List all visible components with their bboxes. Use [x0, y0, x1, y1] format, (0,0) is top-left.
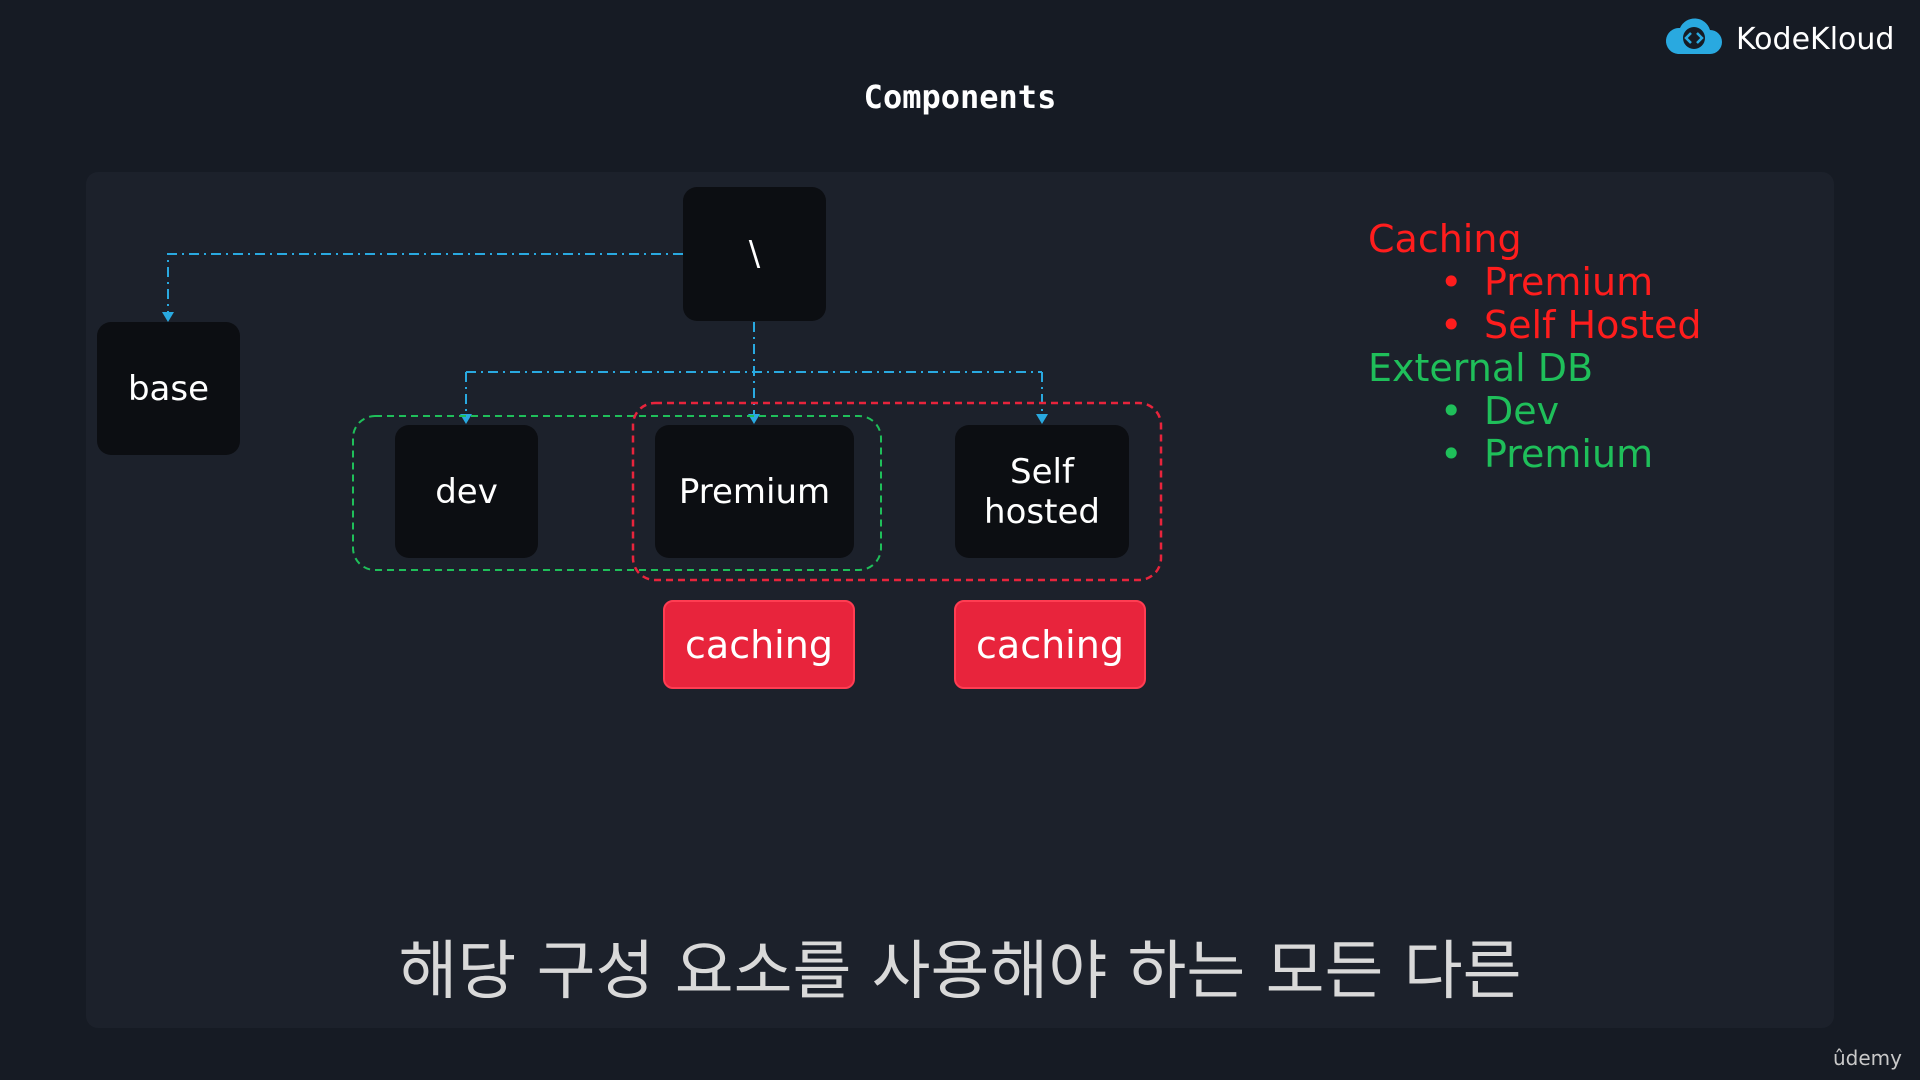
- premium-caching-tag: caching: [663, 600, 855, 689]
- bullet-icon: •: [1440, 303, 1463, 347]
- legend-caching-item: • Self Hosted: [1368, 304, 1702, 347]
- self-hosted-caching-label: caching: [976, 622, 1124, 667]
- legend-external-db-item-label: Dev: [1484, 389, 1560, 433]
- legend-external-db-item: • Premium: [1368, 433, 1702, 476]
- legend-external-db-item: • Dev: [1368, 390, 1702, 433]
- external-db-group-outline: [352, 415, 882, 571]
- legend-external-db-item-label: Premium: [1484, 432, 1654, 476]
- self-hosted-label-line2: hosted: [984, 491, 1100, 532]
- bullet-icon: •: [1440, 260, 1463, 304]
- base-node-label: base: [127, 368, 210, 409]
- root-node-label: \: [748, 234, 761, 274]
- legend-external-db-heading: External DB: [1368, 346, 1594, 390]
- legend-caching-heading: Caching: [1368, 217, 1522, 261]
- arrowhead-selfhosted: [1036, 414, 1048, 424]
- base-node: base: [97, 322, 240, 455]
- root-to-base-connector: [167, 253, 683, 312]
- brand-name: KodeKloud: [1736, 21, 1895, 57]
- subtitle-caption: 해당 구성 요소를 사용해야 하는 모든 다른: [398, 935, 1522, 1009]
- dev-node: dev: [395, 425, 538, 558]
- premium-node-label: Premium: [678, 471, 831, 512]
- self-hosted-label-line1: Self: [1010, 451, 1074, 492]
- legend: Caching • Premium • Self Hosted External…: [1368, 218, 1702, 476]
- cloud-code-icon: [1664, 16, 1724, 62]
- self-hosted-caching-tag: caching: [954, 600, 1146, 689]
- udemy-watermark: ûdemy: [1833, 1046, 1902, 1070]
- bullet-icon: •: [1440, 432, 1463, 476]
- caching-group-outline: [631, 401, 1163, 582]
- root-node: \: [683, 187, 826, 321]
- dev-node-label: dev: [435, 471, 498, 512]
- legend-caching-item: • Premium: [1368, 261, 1702, 304]
- self-hosted-node: Self hosted: [955, 425, 1129, 558]
- premium-node: Premium: [655, 425, 854, 558]
- legend-caching-item-label: Self Hosted: [1484, 303, 1702, 347]
- kodekloud-logo: KodeKloud: [1664, 14, 1894, 64]
- legend-caching-item-label: Premium: [1484, 260, 1654, 304]
- page-title: Components: [863, 78, 1057, 116]
- bullet-icon: •: [1440, 389, 1463, 433]
- premium-caching-label: caching: [685, 622, 833, 667]
- arrowhead-base: [162, 312, 174, 322]
